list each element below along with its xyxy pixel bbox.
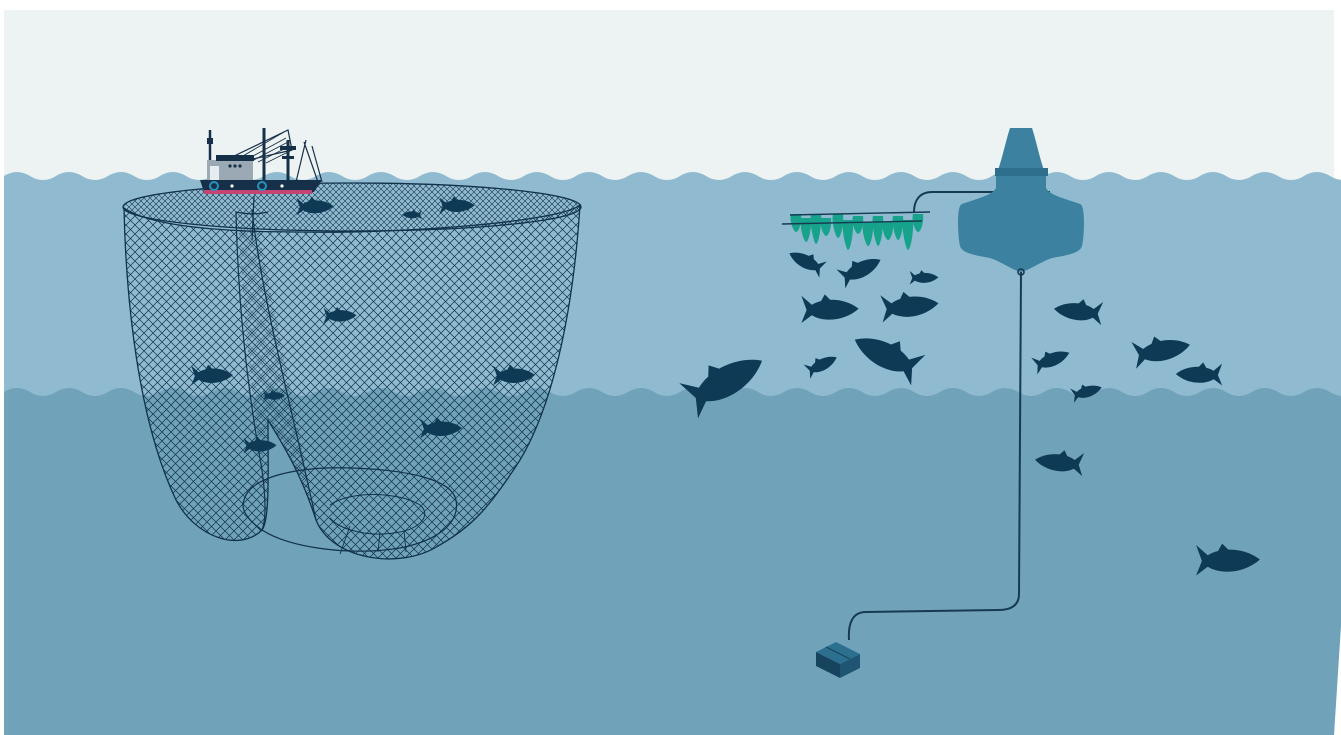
seaweed-strand xyxy=(852,216,864,234)
boat-window-2 xyxy=(233,164,237,168)
net-purse-ring xyxy=(242,467,458,552)
purse-seine-net xyxy=(122,182,582,560)
boat-window-3 xyxy=(238,164,242,168)
boat-waterline-stripe xyxy=(204,190,312,194)
boat-mast-left-light xyxy=(207,138,213,144)
boat-porthole-1 xyxy=(230,184,234,188)
seaweed-raft xyxy=(781,211,931,250)
mooring-anchor-block xyxy=(816,642,860,678)
net-purse-ring-inner xyxy=(329,494,426,535)
raft-bar-top xyxy=(789,211,931,216)
net-bottom-ropes xyxy=(339,525,407,555)
boat-porthole-2 xyxy=(280,184,284,188)
boat-window-1 xyxy=(228,164,232,168)
seaweed-strand xyxy=(810,214,822,244)
raft-bar-bottom xyxy=(781,220,923,225)
seaweed-strand xyxy=(902,220,914,250)
seaweed-strand xyxy=(882,222,894,240)
buoy-eyelet xyxy=(1017,268,1025,276)
seaweed-strand xyxy=(912,214,924,232)
seaweed-strand xyxy=(790,214,802,232)
fish-aggregating-device xyxy=(816,128,1084,678)
purse-line xyxy=(251,195,255,241)
buoy-body xyxy=(958,128,1084,272)
boat-mast-crossbar-2 xyxy=(282,156,294,159)
seaweed-strand xyxy=(872,216,884,246)
seaweed-strand xyxy=(862,222,874,246)
boat-life-ring-2 xyxy=(257,181,267,191)
boat-cabin-roof xyxy=(216,155,254,161)
buoy-mooring-line xyxy=(847,271,1022,641)
seaweed-strand xyxy=(842,220,854,250)
net-float-line xyxy=(122,182,582,232)
boat-life-ring-1 xyxy=(209,181,219,191)
boat-rear-rig xyxy=(295,139,323,183)
boat-mast-crossbar xyxy=(280,146,296,150)
net-inner-panel xyxy=(238,214,310,500)
boat-hull xyxy=(200,180,322,192)
seaweed-strand xyxy=(832,214,844,238)
boat-cabin-door xyxy=(210,166,219,180)
raft-tether-line xyxy=(913,191,1050,213)
buoy-band xyxy=(995,168,1048,176)
fishing-boat xyxy=(200,128,323,194)
